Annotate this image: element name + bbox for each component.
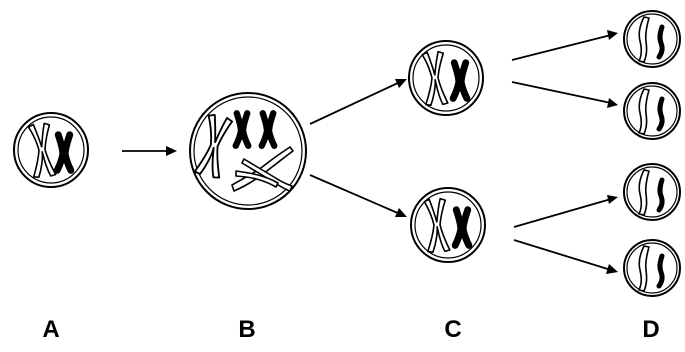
cell-b [189,92,307,210]
arrow-c-to-d-1 [511,30,618,61]
cell-d-3 [623,163,681,221]
arrow-c-to-d-2 [511,81,618,108]
arrow-c-to-d-4 [513,239,618,274]
arrow-b-to-c-top [309,79,407,125]
arrow-b-to-c-bottom [309,174,407,217]
arrow-a-to-b [122,146,177,156]
cell-d-4 [623,239,681,297]
cell-c-bottom [410,187,486,263]
stage-label-c: C [444,316,461,343]
stage-label-b: B [238,316,255,343]
cell-d-2 [623,82,681,140]
cell-d-1 [623,10,681,68]
stage-label-d: D [642,316,659,343]
cell-c-top [408,40,484,116]
stage-label-a: A [42,316,59,343]
cell-a [13,112,89,188]
arrow-c-to-d-3 [513,195,618,228]
